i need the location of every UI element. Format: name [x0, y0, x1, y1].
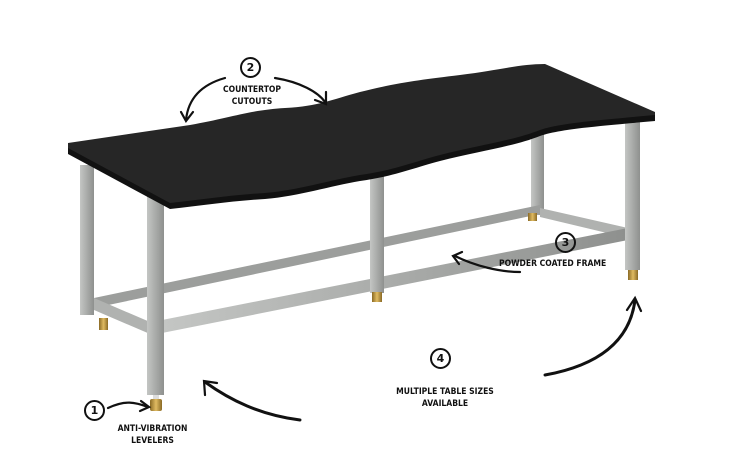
callout-text: LEVELERS — [131, 436, 174, 446]
arrow-icon — [106, 401, 150, 410]
callout-text: ANTI-VIBRATION — [117, 424, 188, 434]
leveler-icon — [153, 395, 159, 399]
callout-label-multiple-table-sizes: MULTIPLE TABLE SIZES AVAILABLE — [394, 386, 496, 410]
leveler-icon — [372, 292, 382, 302]
callout-text: CUTOUTS — [231, 97, 273, 107]
leg-back-left — [80, 165, 94, 315]
leg-middle — [370, 168, 384, 293]
stretcher-back — [94, 205, 540, 308]
arrow-icon — [451, 250, 464, 266]
countertop — [68, 64, 655, 208]
callout-label-powder-coated-frame: POWDER COATED FRAME — [499, 258, 607, 270]
leg-back-right — [531, 130, 544, 215]
arrow-icon — [203, 380, 302, 422]
annotation-arrows — [106, 76, 643, 422]
stretcher-left — [94, 298, 150, 334]
arrow-icon — [273, 76, 327, 104]
arrow-icon — [138, 399, 152, 413]
leveler-icon — [150, 399, 162, 411]
leg-front-right — [625, 115, 640, 270]
callout-label-countertop-cutouts: COUNTERTOP CUTOUTS — [218, 84, 286, 108]
callout-number-2: 2 — [240, 57, 261, 78]
arrow-icon — [625, 295, 643, 313]
callout-text: POWDER COATED FRAME — [499, 259, 607, 269]
callout-text: COUNTERTOP — [222, 85, 282, 95]
leveler-icon — [528, 213, 537, 221]
leg-front-left — [147, 195, 164, 395]
stretcher-front — [162, 228, 628, 333]
arrow-icon — [179, 110, 195, 123]
arrow-icon — [313, 90, 328, 106]
leveler-icon — [628, 270, 638, 280]
arrow-icon — [543, 298, 637, 377]
callout-text: AVAILABLE — [421, 399, 469, 409]
callout-number-3: 3 — [555, 232, 576, 253]
arrow-icon — [184, 76, 227, 122]
stretcher-right — [540, 208, 628, 238]
callout-text: MULTIPLE TABLE SIZES — [396, 387, 494, 397]
leveler-icon — [99, 318, 108, 330]
arrow-icon — [453, 254, 522, 274]
callout-number-1: 1 — [84, 400, 105, 421]
countertop-edge — [68, 115, 655, 209]
callout-number-4: 4 — [430, 348, 451, 369]
arrow-icon — [202, 379, 219, 397]
callout-label-anti-vibration-levelers: ANTI-VIBRATION LEVELERS — [112, 423, 193, 447]
